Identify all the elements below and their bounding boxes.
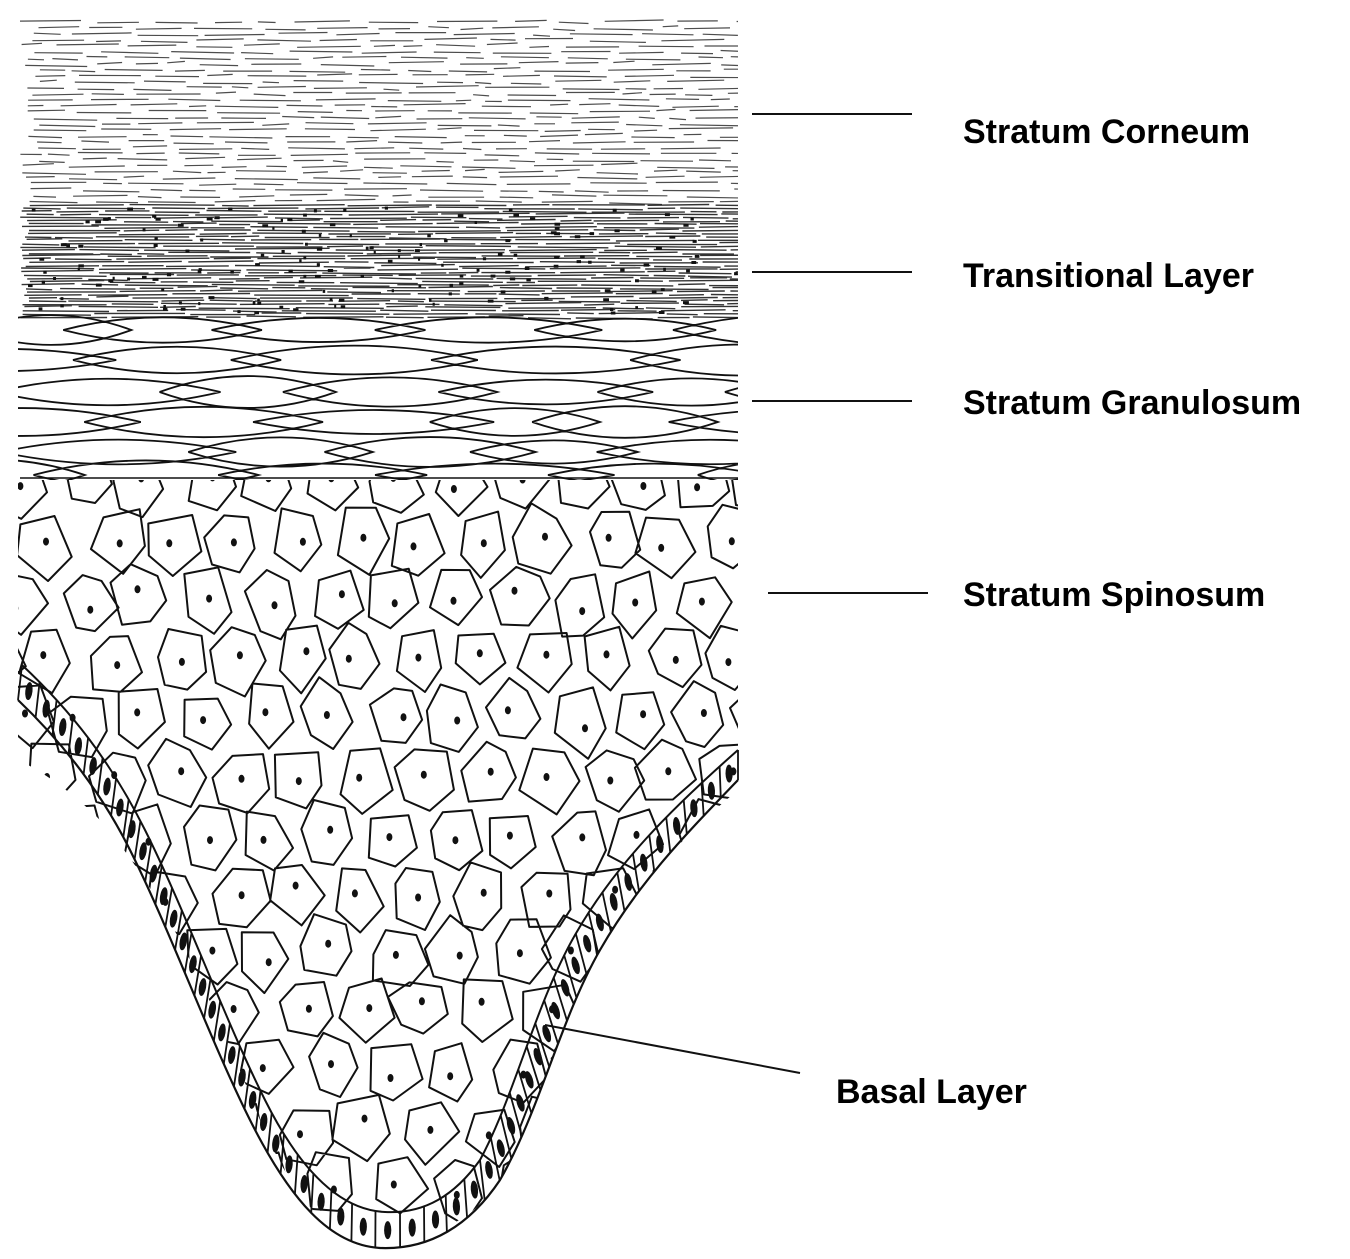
spinosum-nuclei <box>0 469 804 1200</box>
label-stratum-corneum: Stratum Corneum <box>963 115 1250 149</box>
basal-nucleus <box>360 1218 367 1236</box>
label-stratum-spinosum: Stratum Spinosum <box>963 578 1265 612</box>
basal-inner-guide <box>22 665 738 1212</box>
granulosum-cells <box>0 314 976 490</box>
basal-nucleus <box>207 1000 217 1019</box>
basal-inner-boundary <box>22 665 738 1212</box>
stratum-granulosum-drawing <box>0 314 976 490</box>
basal-nucleus <box>639 853 649 872</box>
basal-nucleus <box>432 1210 440 1228</box>
basal-nucleus <box>227 1046 237 1065</box>
basal-nucleus <box>58 718 67 737</box>
label-basal-layer: Basal Layer <box>836 1075 1027 1109</box>
basal-nucleus <box>317 1193 325 1211</box>
basal-nuclei <box>24 682 733 1239</box>
basal-cell-walls <box>18 665 738 1248</box>
basal-nucleus <box>217 1023 227 1042</box>
basal-nucleus <box>409 1219 416 1237</box>
basal-layer-drawing <box>18 665 738 1248</box>
basal-nucleus <box>514 1093 526 1112</box>
stratum-corneum-drawing <box>20 20 793 205</box>
basal-nucleus <box>570 956 582 975</box>
label-transitional-layer: Transitional Layer <box>963 259 1254 293</box>
basal-nucleus <box>707 782 715 800</box>
corneum-dashes <box>20 20 793 205</box>
basal-nucleus <box>271 1134 280 1153</box>
basal-nucleus <box>725 765 733 783</box>
basal-nucleus <box>197 978 207 997</box>
transitional-lines <box>20 205 823 319</box>
basal-nucleus <box>582 934 593 953</box>
basal-nucleus <box>237 1068 247 1087</box>
basal-nucleus <box>74 737 83 756</box>
basal-nucleus <box>452 1197 460 1215</box>
basal-nucleus <box>495 1139 506 1158</box>
label-stratum-granulosum: Stratum Granulosum <box>963 386 1301 420</box>
transitional-layer-drawing <box>20 205 823 319</box>
basal-nucleus <box>484 1160 494 1179</box>
basal-nucleus <box>169 909 179 928</box>
basal-nucleus <box>115 798 125 817</box>
basal-nucleus <box>384 1221 391 1239</box>
basal-nucleus <box>259 1113 268 1132</box>
basal-nucleus <box>608 892 619 911</box>
basal-nucleus <box>88 757 97 776</box>
basal-nucleus <box>623 873 633 892</box>
basal-nucleus <box>102 777 111 796</box>
basal-nucleus <box>24 682 33 701</box>
leader-line-basal-layer <box>545 1025 800 1073</box>
